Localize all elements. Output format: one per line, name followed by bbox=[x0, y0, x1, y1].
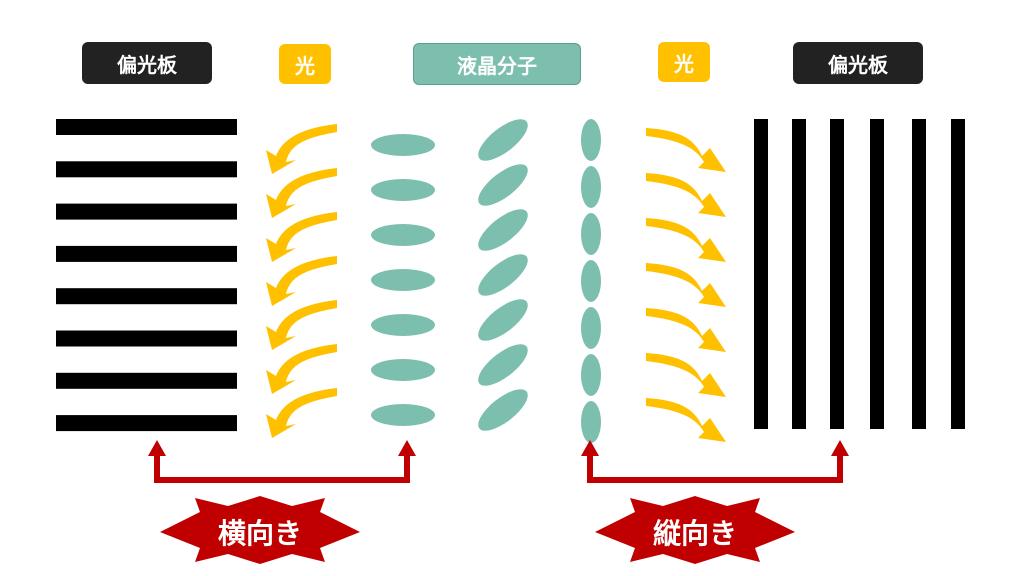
polarizer-bar-horizontal bbox=[56, 119, 237, 135]
burst-vertical bbox=[595, 496, 795, 564]
light-arrow-left-icon bbox=[266, 168, 337, 218]
label-liquid-crystal: 液晶分子 bbox=[413, 43, 581, 85]
polarizer-bar-vertical bbox=[870, 119, 884, 429]
molecule-horizontal bbox=[371, 404, 435, 426]
polarizer-bar-vertical bbox=[912, 119, 926, 429]
molecule-vertical bbox=[581, 213, 601, 255]
light-arrow-left-icon bbox=[266, 300, 337, 350]
bracket-left-arrowhead-2 bbox=[398, 440, 416, 456]
label-polarizer-left: 偏光板 bbox=[82, 42, 212, 84]
light-arrow-right-icon bbox=[646, 218, 726, 262]
molecule-diagonal bbox=[478, 344, 528, 386]
molecule-vertical bbox=[581, 260, 601, 302]
polarizer-bar-horizontal bbox=[56, 161, 237, 178]
molecule-diagonal bbox=[478, 209, 528, 251]
bracket-left-arrowhead-1 bbox=[148, 440, 166, 456]
molecule-diagonal bbox=[478, 119, 528, 161]
light-arrow-right-icon bbox=[646, 308, 726, 352]
polarizer-bar-horizontal bbox=[56, 415, 237, 432]
molecule-horizontal bbox=[371, 359, 435, 381]
molecule-diagonal bbox=[478, 389, 528, 431]
polarizer-bar-vertical bbox=[830, 119, 844, 429]
label-polarizer-right: 偏光板 bbox=[793, 42, 923, 84]
molecule-horizontal bbox=[371, 314, 435, 336]
molecule-diagonal bbox=[478, 254, 528, 296]
right-polarizer bbox=[754, 119, 965, 429]
molecule-vertical bbox=[581, 307, 601, 349]
light-arrow-right-icon bbox=[646, 263, 726, 307]
molecule-vertical bbox=[581, 166, 601, 208]
polarizer-bar-horizontal bbox=[56, 203, 237, 220]
left-light-arrows bbox=[266, 124, 337, 438]
molecule-horizontal bbox=[371, 224, 435, 246]
light-arrow-right-icon bbox=[646, 398, 726, 442]
polarizer-bar-vertical bbox=[754, 119, 768, 429]
molecule-horizontal bbox=[371, 179, 435, 201]
polarizer-bar-horizontal bbox=[56, 372, 237, 389]
light-arrow-left-icon bbox=[266, 388, 337, 438]
light-arrow-right-icon bbox=[646, 128, 726, 172]
label-light-right: 光 bbox=[658, 42, 710, 82]
molecules-diagonal bbox=[478, 119, 528, 431]
bracket-right-arrowhead-1 bbox=[581, 440, 599, 456]
light-arrow-left-icon bbox=[266, 344, 337, 394]
molecule-vertical bbox=[581, 354, 601, 396]
light-arrow-right-icon bbox=[646, 173, 726, 217]
burst-label-horizontal: 横向き bbox=[217, 517, 302, 550]
burst-label-vertical: 縦向き bbox=[652, 517, 737, 550]
polarizer-bar-vertical bbox=[951, 119, 965, 429]
light-arrow-left-icon bbox=[266, 212, 337, 262]
molecules-horizontal bbox=[371, 134, 435, 426]
polarizer-bar-horizontal bbox=[56, 288, 237, 305]
bracket-right bbox=[587, 455, 843, 483]
molecules-vertical bbox=[581, 119, 601, 443]
molecule-horizontal bbox=[371, 134, 435, 156]
light-arrow-left-icon bbox=[266, 124, 337, 174]
molecule-horizontal bbox=[371, 269, 435, 291]
polarizer-bar-horizontal bbox=[56, 330, 237, 347]
light-arrow-right-icon bbox=[646, 353, 726, 397]
label-light-left: 光 bbox=[279, 44, 331, 84]
burst-horizontal bbox=[160, 496, 360, 564]
bracket-right-arrowhead-2 bbox=[831, 440, 849, 456]
right-light-arrows bbox=[646, 128, 726, 442]
molecule-diagonal bbox=[478, 299, 528, 341]
bracket-left bbox=[154, 455, 410, 483]
polarizer-bar-vertical bbox=[792, 119, 806, 429]
molecule-vertical bbox=[581, 401, 601, 443]
molecule-diagonal bbox=[478, 164, 528, 206]
light-arrow-left-icon bbox=[266, 256, 337, 306]
left-polarizer bbox=[56, 119, 237, 432]
molecule-vertical bbox=[581, 119, 601, 161]
polarizer-bar-horizontal bbox=[56, 245, 237, 262]
